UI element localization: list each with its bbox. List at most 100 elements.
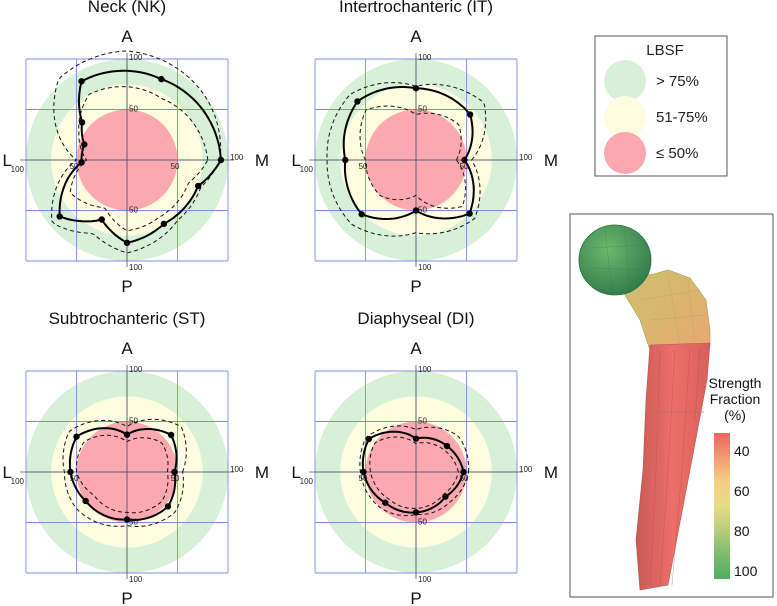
data-point [73,433,80,440]
dashed-outer-curve [51,50,222,254]
colorbar-tick-80: 80 [734,523,750,539]
tick-bottom-outer: 100 [418,575,432,584]
tick-bottom-inner: 50 [129,518,138,527]
data-point [342,156,349,164]
tick-left-inner: 50 [70,474,79,483]
dashed-inner-curve [369,436,459,509]
tick-top-outer: 100 [418,365,432,374]
tick-top-inner: 50 [418,105,427,114]
data-point [123,239,131,247]
direction-label-top: A [410,27,422,46]
data-point [78,119,86,126]
femur-shaft-facets [649,347,701,586]
tick-left-outer: 100 [300,477,314,486]
colorbar-tick-100: 100 [734,563,758,579]
tick-bottom-outer: 100 [418,263,432,272]
tick-left-inner: 50 [359,474,368,483]
femur-panel: Strength Fraction (%) 40 60 80 100 [569,213,774,598]
legend-title: LBSF [646,42,684,59]
data-point [56,213,63,220]
direction-label-right: M [255,151,269,170]
dashed-inner-curve [69,86,209,232]
data-point [442,493,449,500]
data-point [78,159,85,166]
dashed-inner-curve [75,434,169,514]
data-point [123,431,131,438]
data-point [81,141,88,148]
femur-trochanter [624,254,711,351]
data-point [158,75,165,83]
legend-swatch-mid [604,96,646,138]
legend-swatch-low [604,132,646,174]
tick-bottom-outer: 100 [129,263,143,272]
colorbar-tick-40: 40 [734,443,750,459]
tick-left-outer: 100 [11,165,25,174]
data-point [354,98,361,105]
tick-right-outer: 100 [519,153,533,162]
tick-bottom-outer: 100 [129,575,143,584]
direction-label-left: L [292,151,301,170]
tick-top-inner: 50 [129,105,138,114]
data-point [466,210,473,217]
colorbar-bar [714,433,730,579]
legend-label-mid: 51-75% [656,109,708,126]
colorbar-tick-60: 60 [734,483,750,499]
data-point [171,468,178,476]
tick-right-outer: 100 [230,153,244,162]
tick-left-inner: 50 [70,162,79,171]
tick-right-inner: 50 [171,162,180,171]
tick-right-outer: 100 [230,465,244,474]
data-point [412,509,420,516]
legend-label-low: ≤ 50% [656,145,698,162]
direction-label-top: A [121,27,133,46]
plot-title: Intertrochanteric (IT) [339,0,493,16]
data-point [460,468,467,476]
plot-title: Subtrochanteric (ST) [49,309,206,328]
data-point [365,435,373,443]
tick-top-outer: 100 [129,365,143,374]
dashed-inner-curve [359,105,467,209]
tick-top-outer: 100 [129,53,143,62]
tick-bottom-inner: 50 [129,206,138,215]
data-point [98,216,105,223]
plot-title: Diaphyseal (DI) [357,309,474,328]
direction-label-left: L [3,151,12,170]
direction-label-top: A [121,339,133,358]
data-point [160,220,168,228]
dashed-outer-curve [62,418,187,527]
direction-label-bottom: P [121,589,132,606]
tick-left-outer: 100 [300,165,314,174]
data-point [412,435,420,442]
femur-shaft [635,342,711,591]
tick-left-outer: 100 [11,477,25,486]
dashed-outer-curve [326,82,487,237]
strength-colorbar: Strength Fraction (%) 40 60 80 100 [709,375,762,579]
femur-head-facets [589,227,646,294]
direction-label-top: A [410,339,422,358]
data-point [123,516,131,523]
data-point [412,207,420,214]
data-point [78,78,85,85]
lbsf-legend: LBSF > 75% 51-75% ≤ 50% [594,35,728,177]
data-point [164,503,172,510]
legend-label-high: > 75% [656,73,699,90]
colorbar-title-line1: Strength [709,375,762,391]
data-point [194,182,202,190]
data-point [358,211,365,218]
data-point [360,468,367,476]
direction-label-right: M [544,463,558,482]
tick-bottom-inner: 50 [418,518,427,527]
tick-right-outer: 100 [519,465,533,474]
tick-top-inner: 50 [129,417,138,426]
data-point [167,431,175,439]
plot-title: Neck (NK) [88,0,166,16]
data-point [67,468,74,476]
direction-label-left: L [292,463,301,482]
data-point [443,442,451,450]
data-point [382,499,389,506]
